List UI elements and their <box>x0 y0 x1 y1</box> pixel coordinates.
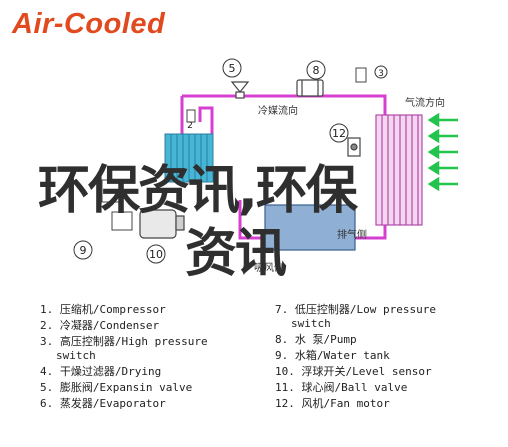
fan-motor <box>347 137 361 157</box>
num-8: 8 <box>313 64 320 77</box>
drying-filter <box>111 211 133 231</box>
legend-item-8: 8. 水 泵/Pump <box>275 333 357 346</box>
legend-item-11: 11. 球心阀/Ball valve <box>275 381 408 394</box>
high-pressure-switch <box>186 109 196 123</box>
num-5: 5 <box>229 62 236 75</box>
legend-item-9: 9. 水箱/Water tank <box>275 349 390 362</box>
watermark-line-2: 资讯 <box>185 224 287 284</box>
legend-left: 1. 压缩机/Compressor 2. 冷凝器/Condenser 3. 高压… <box>40 303 208 413</box>
air-flow-arrows <box>427 112 458 192</box>
num-9: 9 <box>80 244 87 257</box>
legend-item-4: 4. 干燥过滤器/Drying <box>40 365 162 378</box>
compressor <box>139 209 185 239</box>
exhaust-side-label: 排气侧 <box>337 228 367 241</box>
evaporator-coil <box>375 114 423 226</box>
legend-item-5: 5. 膨胀阀/Expansin valve <box>40 381 193 394</box>
refrigeration-diagram: 5 8 12 9 10 3 2 冷媒流向 气流方向 排气侧 吸风侧 <box>73 58 458 274</box>
expansion-valve <box>230 81 250 99</box>
legend-item-1: 1. 压缩机/Compressor <box>40 303 166 316</box>
num-12: 12 <box>332 127 346 140</box>
page-title: Air-Cooled <box>12 8 166 40</box>
legend-item-12: 12. 风机/Fan motor <box>275 397 390 410</box>
condenser <box>164 133 214 183</box>
num-10: 10 <box>149 248 163 261</box>
legend-item-10: 10. 浮球开关/Level sensor <box>275 365 432 378</box>
watermark-line-1: 环保资讯,环保 <box>38 161 358 221</box>
intake-side-label: 吸风侧 <box>254 261 284 274</box>
component-numbers <box>73 58 388 264</box>
ball-valve <box>101 179 123 203</box>
num-3: 3 <box>378 69 384 79</box>
num-2: 2 <box>187 121 193 131</box>
legend-item-2: 2. 冷凝器/Condenser <box>40 319 160 332</box>
water-tank <box>264 204 356 251</box>
pump <box>296 79 324 97</box>
legend-item-6: 6. 蒸发器/Evaporator <box>40 397 166 410</box>
air-flow-label: 气流方向 <box>405 96 445 109</box>
refrigerant-flow-label: 冷媒流向 <box>258 104 298 117</box>
low-pressure-switch <box>355 67 367 83</box>
